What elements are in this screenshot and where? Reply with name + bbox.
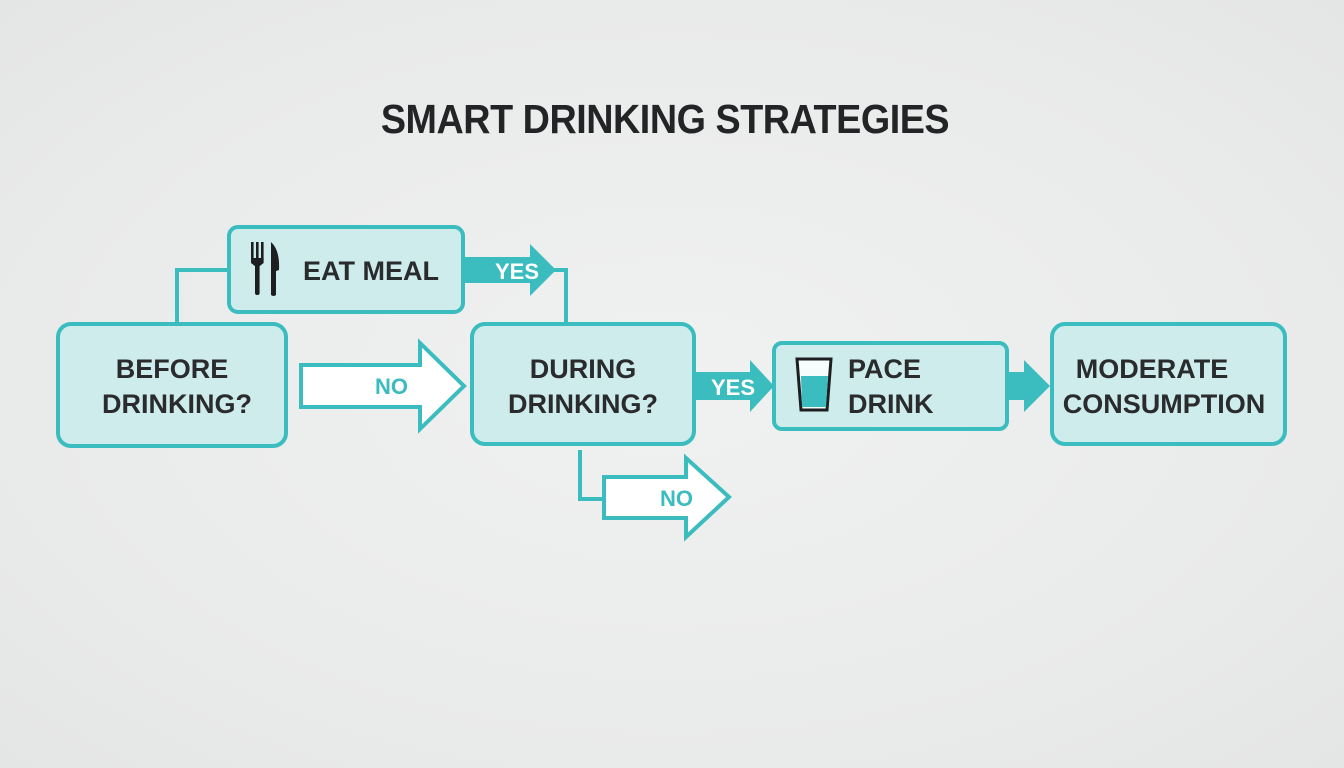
connector-during-to-no (578, 450, 604, 501)
before-drinking-node: BEFORE DRINKING? (56, 322, 288, 448)
during-drinking-line1: DURING (530, 354, 637, 384)
no-arrow-during: NO (602, 453, 732, 542)
yes-label-eat-meal: YES (495, 259, 539, 284)
moderate-consumption-node: MODERATE CONSUMPTION (1050, 322, 1287, 446)
connector-before-to-eat-meal (175, 268, 229, 324)
moderate-consumption-box (1050, 322, 1287, 446)
pace-drink-node: PACE DRINK (772, 341, 1009, 431)
fork-knife-icon (251, 242, 280, 296)
arrow-pace-to-moderate (1007, 360, 1050, 412)
page-title: SMART DRINKING STRATEGIES (380, 96, 950, 142)
during-drinking-node: DURING DRINKING? (470, 322, 696, 446)
no-label-during: NO (660, 486, 693, 511)
yes-arrow-during: YES (694, 360, 774, 412)
moderate-consumption-line2: CONSUMPTION (1063, 389, 1266, 419)
moderate-consumption-line1: MODERATE (1076, 354, 1229, 384)
no-arrow-before: NO (299, 338, 467, 434)
pace-drink-line2: DRINK (848, 389, 934, 419)
eat-meal-label: EAT MEAL (303, 256, 439, 286)
during-drinking-box (470, 322, 696, 446)
pace-drink-line1: PACE (848, 354, 921, 384)
yes-label-during: YES (711, 375, 755, 400)
before-drinking-line1: BEFORE (116, 354, 229, 384)
before-drinking-line2: DRINKING? (102, 389, 252, 419)
eat-meal-node: EAT MEAL (227, 225, 465, 314)
water-glass-icon (795, 357, 833, 412)
yes-arrow-eat-meal: YES (463, 244, 556, 296)
no-label-before: NO (375, 374, 408, 399)
during-drinking-line2: DRINKING? (508, 389, 658, 419)
before-drinking-box (56, 322, 288, 448)
connector-eat-meal-to-during (548, 268, 568, 324)
